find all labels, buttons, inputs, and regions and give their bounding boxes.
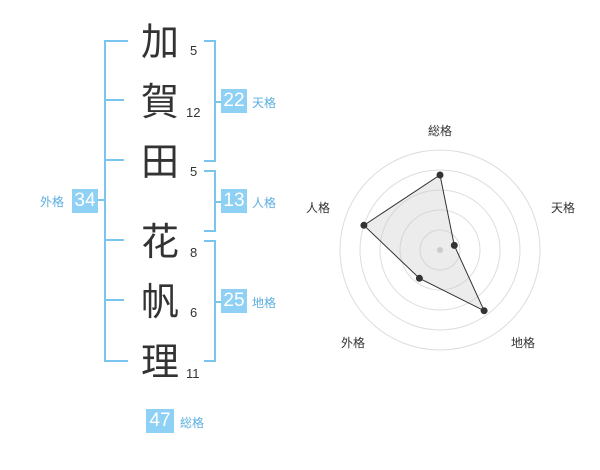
gaikaku-tick-4 xyxy=(104,299,124,301)
gaikaku-value-badge: 34 xyxy=(72,189,98,213)
given-char-1: 花 xyxy=(140,220,179,264)
surname-char-1: 加 xyxy=(140,20,179,64)
chikaku-label: 地格 xyxy=(252,296,277,310)
radar-point-5 xyxy=(360,221,368,229)
tenkaku-label: 天格 xyxy=(252,96,277,110)
given-char-3-strokes: 11 xyxy=(186,366,200,381)
jinkaku-connector xyxy=(214,201,222,203)
given-char-2: 帆 xyxy=(140,280,179,324)
radar-axis-label-tenkaku: 天格 xyxy=(551,201,576,215)
gaikaku-tick-1 xyxy=(104,99,124,101)
radar-axis-label-jinkaku: 人格 xyxy=(306,201,331,215)
radar-point-4 xyxy=(415,274,423,282)
radar-ring-2 xyxy=(399,209,481,291)
surname-char-3-strokes: 5 xyxy=(190,164,198,179)
gaikaku-connector xyxy=(96,199,106,201)
radar-axis-label-gaikaku: 外格 xyxy=(341,336,366,350)
radar-ring-3 xyxy=(379,189,501,311)
gaikaku-label: 外格 xyxy=(40,195,65,209)
tenkaku-value-badge: 22 xyxy=(221,89,247,113)
jinkaku-value-badge: 13 xyxy=(221,189,247,213)
radar-axis-label-soukaku: 総格 xyxy=(428,124,453,138)
radar-ring-1 xyxy=(419,229,461,271)
radar-point-1 xyxy=(436,171,444,179)
given-char-2-strokes: 6 xyxy=(190,305,198,320)
tenkaku-connector xyxy=(214,101,222,103)
surname-char-2: 賀 xyxy=(140,80,179,124)
radar-center xyxy=(437,247,443,253)
radar-axis-label-chikaku: 地格 xyxy=(511,336,536,350)
radar-point-2 xyxy=(450,241,458,249)
chikaku-value-badge: 25 xyxy=(221,289,247,313)
jinkaku-label: 人格 xyxy=(252,196,277,210)
surname-char-1-strokes: 5 xyxy=(190,43,198,58)
gaikaku-bracket xyxy=(104,40,128,362)
given-char-1-strokes: 8 xyxy=(190,245,198,260)
gaikaku-tick-2 xyxy=(104,159,124,161)
soukaku-value-badge: 47 xyxy=(146,409,174,433)
chikaku-connector xyxy=(214,301,222,303)
soukaku-label: 総格 xyxy=(180,416,205,430)
surname-char-2-strokes: 12 xyxy=(186,105,201,120)
radar-ring-4 xyxy=(359,169,521,331)
radar-area xyxy=(363,174,486,312)
surname-char-3: 田 xyxy=(140,140,179,184)
gaikaku-tick-3 xyxy=(104,239,124,241)
radar-ring-5 xyxy=(339,149,541,351)
given-char-3: 理 xyxy=(140,340,179,384)
radar-point-3 xyxy=(480,307,488,315)
